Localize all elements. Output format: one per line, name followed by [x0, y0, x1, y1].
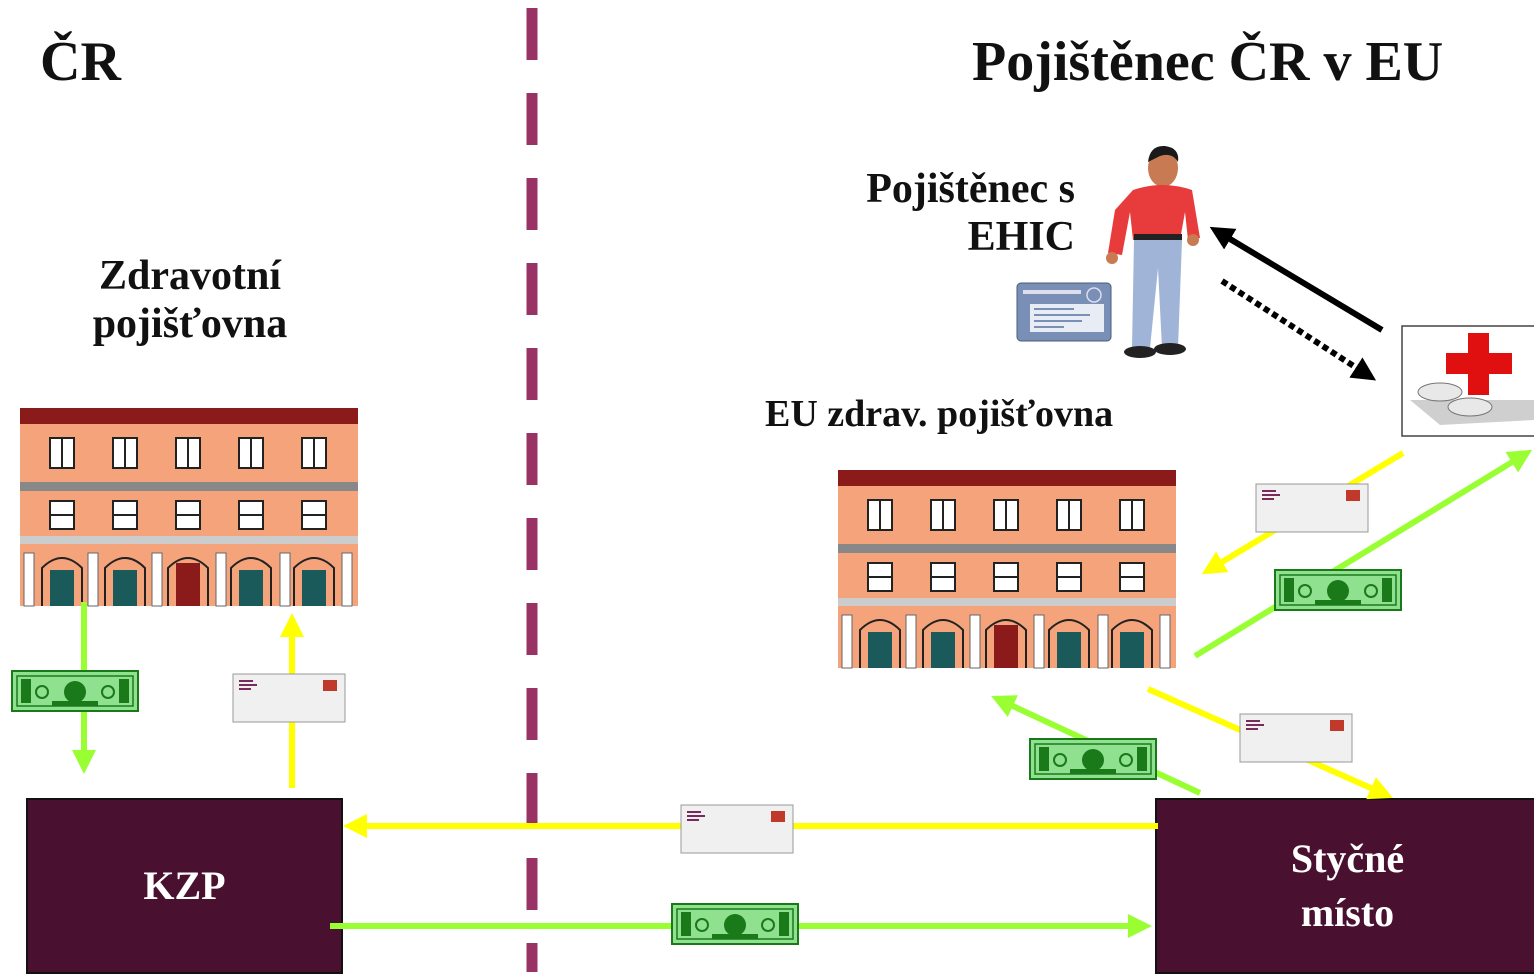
box-contact-point-label: Styčné místo	[1290, 836, 1405, 935]
ehic-card-icon	[1016, 282, 1112, 342]
money-flow-arrow	[1193, 449, 1533, 659]
dollar-bill-icon	[11, 670, 139, 712]
dollar-bill-icon	[1274, 569, 1402, 611]
label-insurer-cz: Zdravotní pojišťovna	[92, 253, 288, 348]
person-icon	[1106, 145, 1200, 358]
box-kzp: KZP	[26, 798, 343, 974]
envelope-icon	[232, 673, 346, 723]
title-right: Pojištěnec ČR v EU	[972, 31, 1444, 93]
arrow-clinic-to-insured	[1209, 226, 1384, 333]
envelope-icon	[1255, 483, 1369, 533]
dollar-bill-icon	[1029, 738, 1157, 780]
building-icon-eu	[837, 469, 1177, 669]
title-left: ČR	[40, 31, 121, 93]
building-icon-cz	[19, 407, 359, 607]
label-insured: Pojištěnec s EHIC	[866, 166, 1075, 261]
red-cross-clinic-icon	[1401, 325, 1534, 437]
label-insurer-eu: EU zdrav. pojišťovna	[765, 393, 1114, 435]
envelope-icon	[680, 804, 794, 854]
arrow-insured-to-clinic	[1220, 278, 1377, 381]
envelope-icon	[1239, 713, 1353, 763]
dollar-bill-icon	[671, 903, 799, 945]
box-contact-point: Styčné místo	[1155, 798, 1534, 974]
